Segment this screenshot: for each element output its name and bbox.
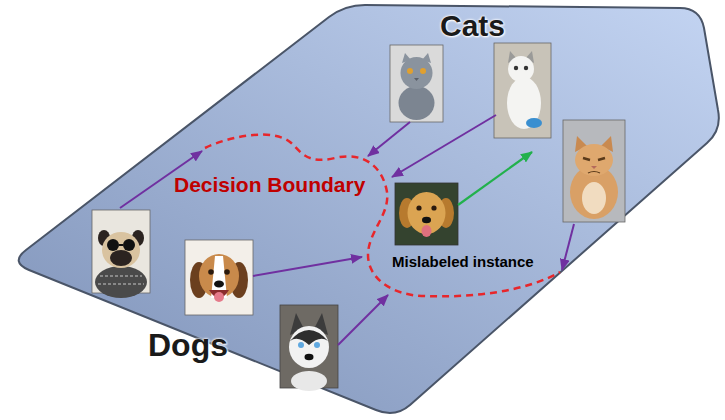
sunglasses-lens (107, 239, 119, 251)
sweater-pattern (98, 276, 144, 284)
feature-space-region (19, 5, 719, 413)
nose (305, 354, 314, 360)
sunglasses-lens (123, 239, 135, 251)
eye (431, 205, 436, 210)
eye (407, 68, 413, 74)
tongue (214, 292, 224, 302)
orange-cat-photo (563, 120, 625, 222)
head (508, 56, 534, 82)
boundary-label: Decision Boundary (174, 173, 365, 196)
white-cat-photo (494, 43, 551, 138)
golden-retriever-photo (395, 183, 458, 245)
photo-frame (563, 120, 625, 222)
pointer-arrow (392, 115, 496, 177)
boundary-arrows (120, 115, 574, 345)
head (199, 254, 239, 298)
pointer-arrow (253, 257, 362, 276)
eye (298, 342, 304, 348)
eye (208, 269, 214, 275)
eye (224, 269, 230, 275)
muzzle (110, 250, 132, 266)
photo-frame (395, 183, 458, 245)
dark-mask (290, 330, 328, 345)
decision-boundary-curve (205, 135, 560, 297)
nose (422, 217, 431, 223)
class-label: Dogs (148, 328, 228, 363)
sunglasses-bridge (119, 244, 123, 246)
toy (526, 118, 542, 128)
pug-photo (92, 210, 150, 298)
pointer-arrow (368, 122, 410, 156)
body (507, 77, 541, 129)
husky-photo (280, 305, 338, 391)
chest (582, 182, 606, 214)
eye (420, 68, 426, 74)
beagle-photo (185, 240, 253, 315)
eye (524, 66, 528, 70)
mislabel-arrow (458, 152, 532, 205)
eye (314, 342, 320, 348)
nose (214, 281, 224, 288)
eye (416, 205, 421, 210)
nose (414, 78, 419, 81)
head (289, 326, 329, 368)
photo-frame (494, 43, 551, 138)
body (399, 86, 435, 120)
grumpy-eye (583, 158, 605, 160)
head (401, 57, 433, 89)
pointer-arrow (562, 224, 574, 270)
head (575, 144, 613, 176)
photo-frame (185, 240, 253, 315)
chest (291, 371, 327, 391)
annotation-label: Mislabeled instance (392, 254, 534, 271)
photo-frame (390, 45, 443, 122)
sweater (95, 266, 147, 298)
eye (514, 66, 518, 70)
gray-cat-photo (390, 45, 443, 122)
tongue (422, 225, 432, 237)
nose (591, 166, 597, 169)
head (102, 232, 140, 268)
class-label: Cats (440, 9, 505, 42)
pointer-arrow (338, 295, 388, 345)
frown (588, 172, 600, 174)
